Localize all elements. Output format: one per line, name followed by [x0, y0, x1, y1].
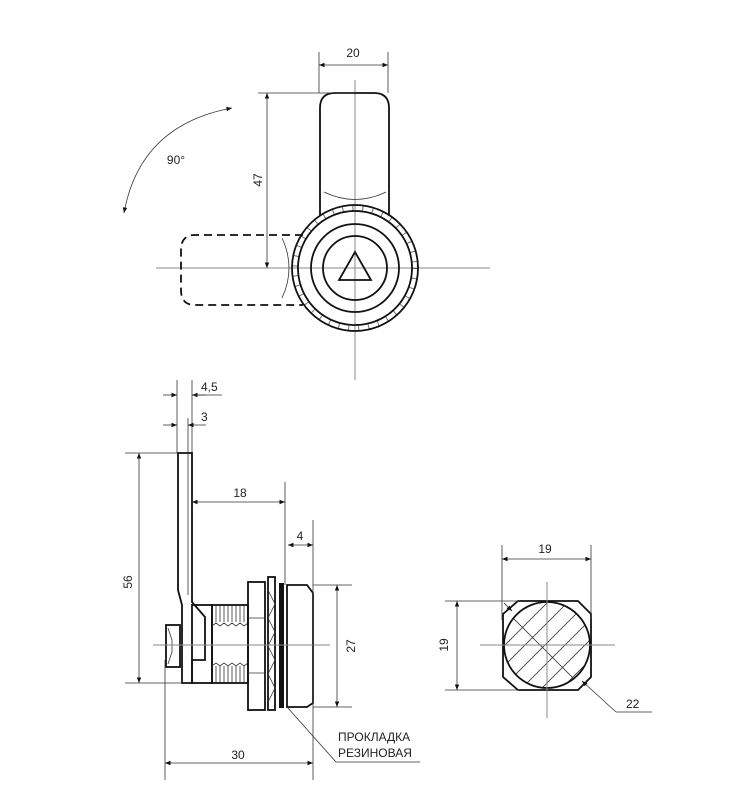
cap [286, 584, 314, 708]
knurled-ring [291, 204, 419, 332]
section-diameter-dim: 22 [626, 697, 640, 711]
boss [191, 604, 213, 684]
dim-width: 20 [346, 46, 360, 60]
cam-profile [502, 600, 592, 691]
gasket-label-2: РЕЗИНОВАЯ [338, 746, 412, 760]
section-width-dim: 19 [538, 542, 552, 556]
screw-head [165, 624, 181, 668]
handle-rotated-dashed [180, 234, 303, 306]
dim-lever-offset: 4,5 [201, 380, 218, 394]
top-view: 20 47 90° [122, 46, 490, 380]
section-height-dim: 19 [437, 638, 451, 652]
side-view: 4,5 3 56 18 4 27 30 ПР [121, 380, 420, 780]
gasket-label-1: ПРОКЛАДКА [338, 730, 410, 744]
rotation-angle: 90° [167, 153, 185, 167]
nut [247, 581, 266, 711]
threaded-body [211, 604, 249, 684]
dim-cap-diameter: 27 [344, 639, 358, 653]
section-view: 19 19 22 [437, 542, 652, 718]
dim-reach: 18 [233, 486, 247, 500]
gasket-leader [286, 706, 420, 763]
dim-height: 47 [251, 173, 265, 187]
triangle-key-icon [337, 250, 373, 281]
dim-lever-thickness: 3 [201, 410, 208, 424]
dim-cap: 4 [297, 529, 304, 543]
washer [267, 576, 276, 711]
dim-total: 30 [231, 748, 245, 762]
rotation-arrow-icon [122, 106, 233, 214]
dim-lever-length: 56 [121, 575, 135, 589]
